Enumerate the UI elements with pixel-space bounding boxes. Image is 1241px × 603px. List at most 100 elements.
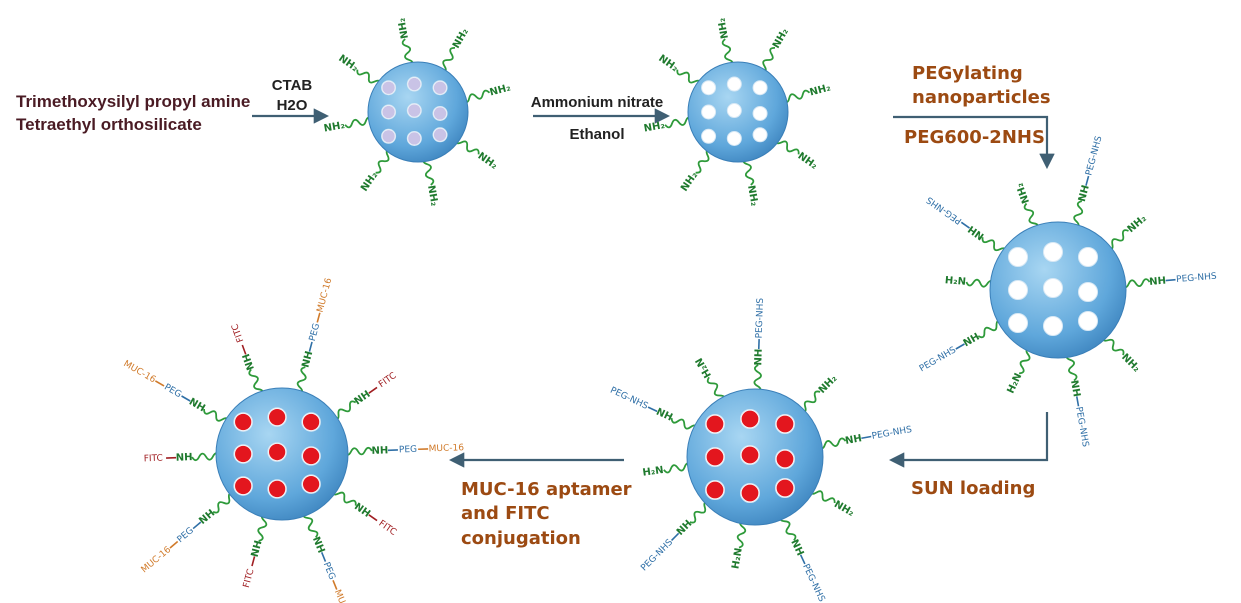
template-pore <box>776 450 794 468</box>
template-pore <box>776 415 794 433</box>
pore <box>1077 281 1099 303</box>
amine-nh2-label: NH₂ <box>451 27 471 51</box>
template-pore <box>408 104 421 117</box>
peg-nhs-label: PEG-NHS <box>1176 272 1218 286</box>
pore <box>752 80 768 96</box>
step5-label-line-2: and FITC <box>461 503 550 524</box>
template-pore <box>741 484 759 502</box>
pore <box>726 76 742 92</box>
fitc-label: FITC <box>377 519 398 538</box>
peg-nhs-label: PEG-NHS <box>608 386 649 412</box>
nh-label: NH <box>788 538 805 558</box>
amine-h2n-label: H₂N <box>730 547 745 570</box>
template-pore <box>408 132 421 145</box>
nh-label: NH <box>176 452 193 464</box>
step5-label-line-3: conjugation <box>461 528 581 549</box>
amine-nh2-label: NH₂ <box>1126 213 1149 235</box>
pore <box>701 80 717 96</box>
amine-nh2-label: NH₂ <box>1119 352 1142 375</box>
nh-label: NH <box>962 331 982 349</box>
arrow-step4 <box>888 412 1049 468</box>
nh-label: NH <box>250 539 265 558</box>
step3-reagent: PEG600-2NHS <box>904 127 1045 148</box>
amine-nh2-label: NH₂ <box>643 120 666 135</box>
pore <box>726 103 742 119</box>
pore <box>1007 312 1029 334</box>
muc16-label: MUC-16 <box>122 359 158 385</box>
step5-label-line-1: MUC-16 aptamer <box>461 479 632 500</box>
pore <box>726 130 742 146</box>
template-pore <box>433 128 447 141</box>
template-pore <box>382 130 395 143</box>
pore <box>1007 246 1029 268</box>
nh-label: NH <box>1077 184 1092 203</box>
amine-nh2-label: NH₂ <box>323 120 346 135</box>
pore <box>1077 246 1099 268</box>
step3-label-line-2: nanoparticles <box>912 87 1051 108</box>
fitc-label: FITC <box>230 322 246 343</box>
peg-nhs-label: PEG-NHS <box>925 194 964 226</box>
amine-h2n-label: H₂N <box>1006 372 1025 396</box>
muc16-label: MUC-16 <box>316 277 335 314</box>
template-pore <box>302 447 320 465</box>
amine-nh2-label: NH₂ <box>832 499 856 519</box>
nh-label: NH <box>310 535 326 555</box>
pore <box>752 127 768 143</box>
pore <box>1042 241 1064 263</box>
pore <box>701 104 717 120</box>
nh-label: NH <box>371 445 388 457</box>
pore <box>1007 279 1029 301</box>
step2-reagent-ammonium-nitrate: Ammonium nitrate <box>530 94 664 111</box>
step1-reagent-ctab: CTAB <box>271 77 313 94</box>
template-pore <box>741 446 759 464</box>
amine-h2n-label: H₂N <box>642 465 664 479</box>
peg-label: PEG <box>162 382 183 400</box>
amine-nh2-label: NH₂ <box>771 27 791 51</box>
nh-label: NH <box>241 352 257 372</box>
arrow-step3 <box>893 115 1055 170</box>
amine-nh2-label: NH₂ <box>817 373 840 396</box>
muc16-label: MUC-16 <box>140 545 174 576</box>
nh-label: NH <box>300 350 315 369</box>
muc16-label: MUC-16 <box>428 443 464 454</box>
amine-nh2-label: NH₂ <box>489 82 512 98</box>
template-pore <box>235 413 252 431</box>
amine-nh2-label: NH₂ <box>1014 181 1032 205</box>
template-pore <box>235 445 252 463</box>
amine-nh2-label: NH₂ <box>656 53 680 74</box>
amine-h2n-label: H₂N <box>944 275 966 288</box>
peg-nhs-label: PEG-NHS <box>1084 135 1104 177</box>
amine-nh2-label: NH₂ <box>796 151 820 172</box>
template-pore <box>269 443 286 461</box>
pore <box>1042 315 1064 337</box>
step1-reagent-h2o: H2O <box>276 97 308 114</box>
peg-label: PEG <box>308 322 322 342</box>
pore <box>752 105 768 121</box>
template-pore <box>433 107 447 120</box>
amine-h2n-label: H₂N <box>694 356 714 380</box>
muc16-label: MUC-16 <box>332 588 355 603</box>
fitc-label: FITC <box>144 454 163 465</box>
template-pore <box>741 410 759 428</box>
nh-label: NH <box>844 433 862 447</box>
amine-nh2-label: NH₂ <box>476 151 500 172</box>
peg-label: PEG <box>176 526 196 545</box>
nh-label: NH <box>654 407 674 424</box>
template-pore <box>776 479 794 497</box>
template-pore <box>408 77 421 91</box>
amine-nh2-label: NH₂ <box>809 82 832 98</box>
step2-reagent-ethanol: Ethanol <box>569 126 625 143</box>
template-pore <box>302 475 320 493</box>
precursor-line-1: Trimethoxysilyl propyl amine <box>16 92 251 111</box>
amine-nh2-label: NH₂ <box>396 17 411 40</box>
peg-nhs-label: PEG-NHS <box>755 298 766 339</box>
template-pore <box>706 415 724 433</box>
step4-label: SUN loading <box>911 478 1036 499</box>
nh-label: NH <box>1149 276 1167 288</box>
